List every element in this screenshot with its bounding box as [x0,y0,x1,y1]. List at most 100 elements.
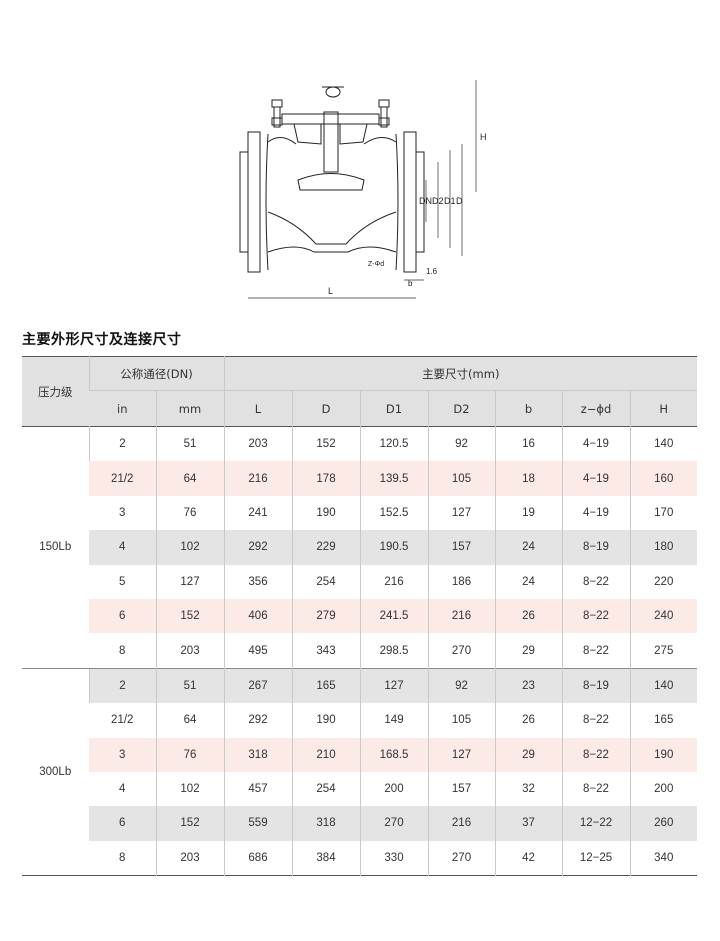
table-cell: 152 [155,598,224,634]
table-cell: 139.5 [359,461,428,496]
table-cell: 279 [291,598,360,634]
table-cell: 152 [155,806,224,841]
table-cell: 330 [359,840,428,876]
table-cell: 190 [291,495,360,531]
dim-b-label: b [408,279,413,288]
table-cell: 64 [155,703,224,738]
column-header: z−ϕd [561,390,630,427]
table-cell: 559 [223,806,292,841]
table-cell: 8−19 [561,530,630,565]
pressure-class-cell: 150Lb [22,426,89,669]
column-header: D1 [359,390,428,427]
table-cell: 318 [223,737,292,772]
column-header: L [223,390,292,427]
table-cell: 140 [629,426,698,462]
table-cell: 270 [359,806,428,841]
table-cell: 203 [155,840,224,876]
table-cell: 21/2 [89,461,156,496]
table-cell: 203 [223,426,292,462]
table-cell: 2 [88,426,156,462]
table-cell: 275 [629,633,698,669]
table-cell: 21/2 [111,714,134,727]
table-cell: 165 [629,703,698,738]
dim-dn-label: DN [419,196,432,206]
table-cell: 3 [119,506,126,519]
table-cell: 216 [427,598,495,634]
table-cell: 51 [155,426,224,462]
table-cell: 4 [119,783,126,796]
table-cell: 168.5 [359,737,428,772]
dim-bolt-label: Z-Φd [368,261,384,268]
table-cell: 200 [629,771,698,807]
table-cell: 92 [427,667,495,704]
table-cell: 24 [494,564,562,599]
dim-l-label: L [328,286,333,296]
table-cell: 127 [359,667,428,704]
table-cell: 8−22 [561,771,630,807]
table-cell: 157 [427,771,495,807]
table-cell: 8−22 [561,598,630,634]
table-cell: 241.5 [359,598,428,634]
table-cell: 76 [155,495,224,531]
table-cell: 64 [155,461,224,496]
dim-d1-label: D1 [444,196,456,206]
table-cell: 298.5 [359,633,428,669]
table-cell: 8−22 [561,703,630,738]
table-cell: 686 [223,840,292,876]
column-header: mm [155,390,224,427]
table-cell: 140 [629,667,698,704]
dim-d-label: D [456,196,463,206]
table-cell: 105 [427,461,495,496]
table-cell: 8−22 [561,737,630,772]
table-cell: 152.5 [359,495,428,531]
table-cell: 6 [89,806,156,841]
table-cell: 200 [359,771,428,807]
column-header: in [89,390,156,427]
table-cell: 495 [223,633,292,669]
table-cell: 32 [494,771,562,807]
table-cell: 12−25 [561,840,630,876]
table-cell: 24 [494,530,562,565]
table-cell: 241 [223,495,292,531]
table-cell: 216 [427,806,495,841]
table-cell: 340 [629,840,698,876]
table-cell: 170 [629,495,698,531]
table-cell: 149 [359,703,428,738]
table-cell: 51 [155,667,224,704]
table-cell: 318 [291,806,360,841]
table-cell: 292 [223,530,292,565]
table-cell: 26 [494,598,562,634]
column-header: b [494,390,562,427]
table-cell: 190.5 [359,530,428,565]
table-cell: 102 [155,530,224,565]
table-cell: 8 [119,851,126,864]
table-cell: 76 [155,737,224,772]
column-header: D [291,390,360,427]
table-cell: 4−19 [561,461,630,496]
table-cell: 160 [629,461,698,496]
table-cell: 216 [359,564,428,599]
dim-h-label: H [480,132,487,142]
table-cell: 190 [629,737,698,772]
dim-gap-label: 1.6 [426,267,438,276]
table-cell: 267 [223,667,292,704]
table-cell: 23 [494,667,562,704]
valve-dimension-drawing: H DN D2 D1 D Z-Φd 1.6 b L [239,80,487,299]
table-cell: 8−22 [561,564,630,599]
column-header: D2 [427,390,495,427]
pressure-class-cell: 300Lb [22,667,89,876]
table-cell: 229 [291,530,360,565]
table-cell: 216 [223,461,292,496]
table-cell: 102 [155,771,224,807]
table-cell: 19 [494,495,562,531]
section-title: 主要外形尺寸及连接尺寸 [22,332,182,348]
